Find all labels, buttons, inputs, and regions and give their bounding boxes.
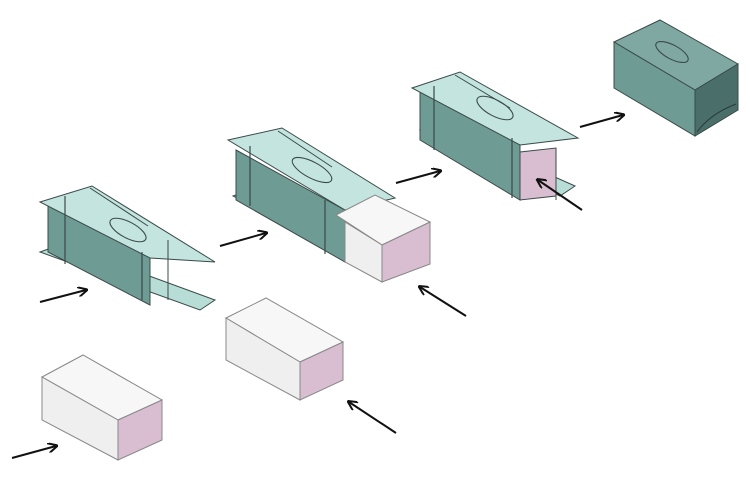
- step-1-wrapper: [38, 185, 217, 311]
- step-3-wrapper: [410, 71, 580, 201]
- package-end: [694, 63, 739, 137]
- arrow-icon: [538, 180, 583, 211]
- step-2-block: [224, 297, 345, 401]
- wrapper-top-face: [38, 185, 216, 263]
- block-end: [381, 221, 431, 283]
- arrow-icon: [11, 446, 56, 459]
- seal-oval: [476, 95, 514, 121]
- arrow-icon: [395, 171, 440, 184]
- seal-oval: [109, 217, 147, 243]
- arrow-icon: [420, 287, 467, 317]
- step-2-block-inserting: [335, 194, 432, 283]
- arrow-icon: [219, 233, 266, 247]
- arrow-icon: [349, 402, 397, 434]
- block-end: [299, 341, 344, 401]
- seal-oval: [291, 156, 333, 184]
- wrapper-top-face: [226, 127, 397, 211]
- arrow-icon: [579, 115, 623, 128]
- seal-oval: [655, 40, 689, 64]
- wrapper-top-face: [410, 71, 580, 146]
- arrows: [11, 115, 623, 459]
- block-end-inside: [519, 147, 557, 201]
- arrow-icon: [39, 290, 86, 303]
- step-2-wrapper: [226, 127, 397, 263]
- step-1-block: [40, 354, 164, 461]
- block-end: [117, 399, 163, 461]
- step-4-sealed-package: [612, 19, 739, 137]
